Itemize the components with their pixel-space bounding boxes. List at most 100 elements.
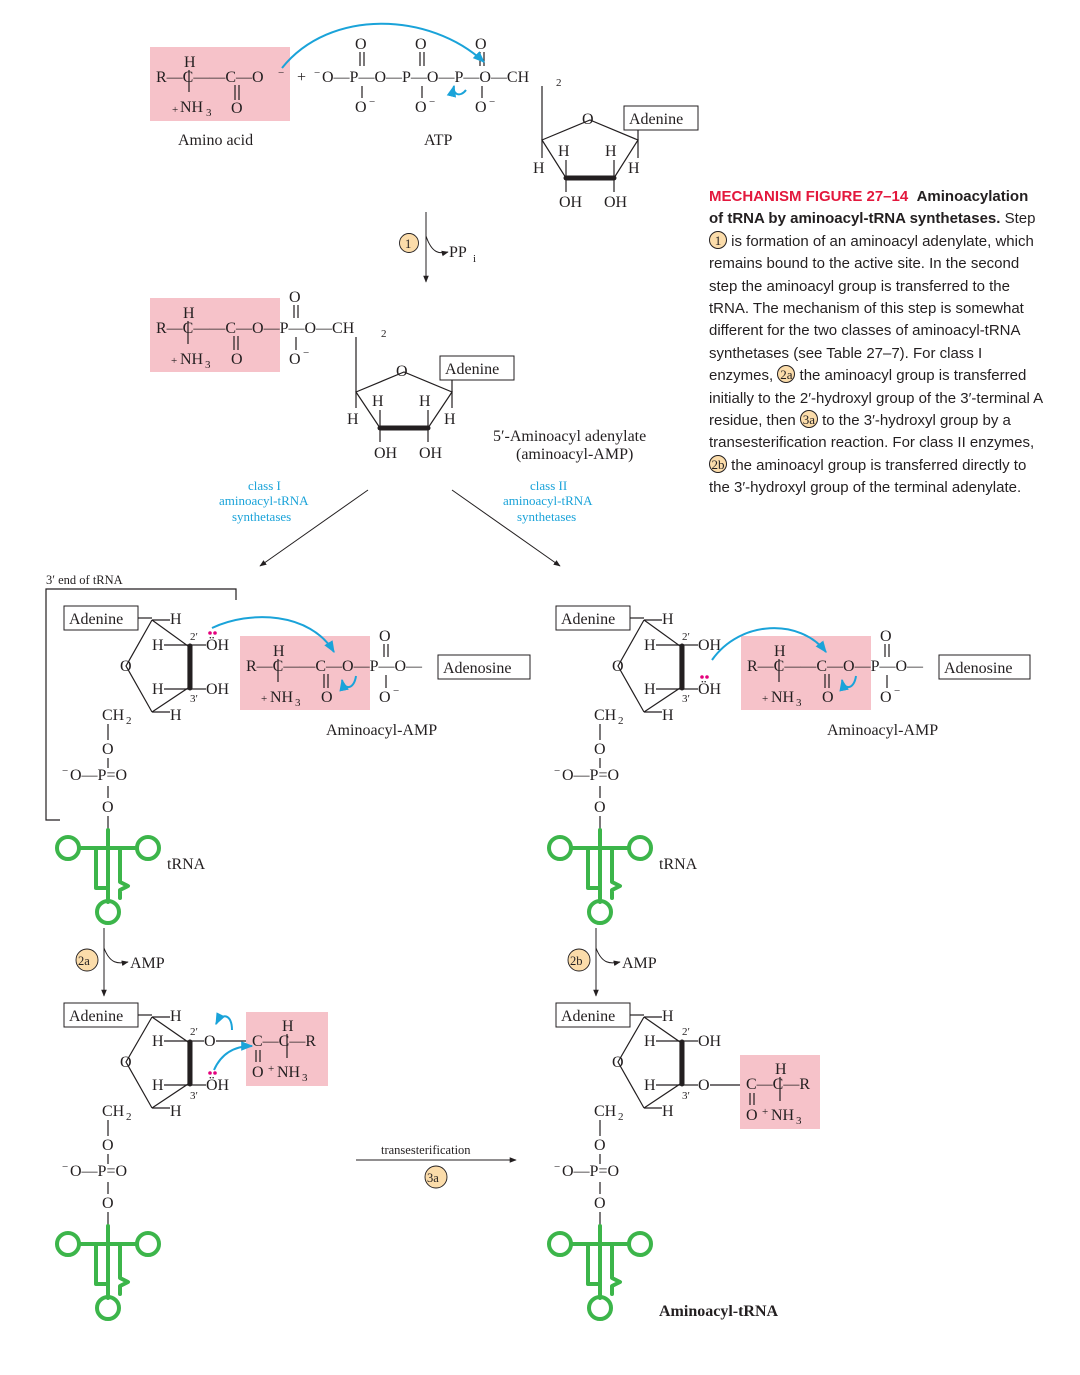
svg-text:OH: OH	[698, 1033, 722, 1050]
svg-text:3′: 3′	[682, 693, 690, 705]
adenine-box	[623, 105, 699, 131]
svg-text:CH: CH	[102, 1103, 125, 1120]
svg-text:H: H	[662, 707, 674, 724]
svg-text:O—P=O: O—P=O	[70, 1163, 127, 1180]
svg-text:O: O	[289, 289, 301, 306]
svg-text:H: H	[152, 681, 164, 698]
svg-text:NH: NH	[270, 689, 294, 706]
svg-text:1: 1	[405, 237, 411, 251]
svg-text:H: H	[444, 411, 456, 428]
svg-text:2a: 2a	[78, 954, 90, 968]
atp-molecule: + − O—P—O—P—O—P—O—CH 2 O O O O− O− O− O …	[297, 36, 640, 211]
svg-text:3′: 3′	[190, 1090, 198, 1102]
svg-text:3a: 3a	[427, 1171, 439, 1185]
svg-text:CH: CH	[594, 707, 617, 724]
svg-text:H: H	[282, 1018, 294, 1035]
svg-text:O: O	[379, 628, 391, 645]
svg-text:3: 3	[206, 107, 212, 119]
svg-text:O: O	[102, 1137, 114, 1154]
svg-text:ÖH: ÖH	[698, 680, 722, 698]
svg-text:2: 2	[126, 1111, 132, 1123]
svg-text:O: O	[594, 1137, 606, 1154]
svg-text:O: O	[880, 689, 892, 706]
svg-text:O: O	[415, 36, 427, 53]
svg-text:−: −	[554, 765, 560, 777]
trna-icon-bottom-right	[547, 1224, 653, 1321]
svg-text:H: H	[628, 160, 640, 177]
svg-text:−: −	[303, 347, 309, 359]
svg-text:+: +	[268, 1063, 274, 1075]
step-1-inline-badge: 1	[709, 230, 727, 249]
svg-text:O—P=O: O—P=O	[70, 767, 127, 784]
svg-text:O: O	[415, 99, 427, 116]
svg-text:O: O	[102, 741, 114, 758]
svg-text:O: O	[746, 1107, 758, 1124]
trna-label: tRNA	[167, 856, 206, 873]
trna-icon-right	[547, 828, 653, 925]
svg-text:OH: OH	[206, 681, 230, 698]
svg-text:synthetases: synthetases	[517, 509, 576, 524]
svg-text:H: H	[152, 1077, 164, 1094]
svg-text:O: O	[594, 1195, 606, 1212]
svg-text:R—C——C—O—P—O—: R—C——C—O—P—O—	[747, 658, 924, 675]
arrow-class-ii	[451, 489, 561, 567]
svg-text:+: +	[172, 104, 178, 116]
svg-text:O: O	[120, 1054, 132, 1071]
aminoacyl-amp-label: (aminoacyl-AMP)	[516, 446, 633, 463]
svg-text:−: −	[62, 765, 68, 777]
svg-text:3′: 3′	[190, 693, 198, 705]
svg-text:R—C——C—O—P—O—CH: R—C——C—O—P—O—CH	[156, 320, 355, 337]
svg-text:O: O	[582, 111, 594, 128]
svg-text:O: O	[252, 1064, 264, 1081]
svg-text:H: H	[170, 707, 182, 724]
svg-text:−: −	[369, 96, 375, 108]
svg-text:−: −	[393, 685, 399, 697]
figure-label: MECHANISM FIGURE 27–14	[709, 188, 909, 205]
svg-text:CH: CH	[102, 707, 125, 724]
svg-text:O: O	[102, 799, 114, 816]
aminoacyl-adenylate-label: 5′-Aminoacyl adenylate	[493, 428, 646, 445]
adenine-label: Adenine	[561, 1008, 615, 1025]
step-3a-badge	[424, 1165, 448, 1189]
svg-text:O: O	[120, 658, 132, 675]
svg-text:O: O	[355, 99, 367, 116]
svg-text:H: H	[644, 1033, 656, 1050]
svg-text:3′: 3′	[682, 1090, 690, 1102]
svg-text:+: +	[762, 1106, 768, 1118]
svg-text:H: H	[644, 1077, 656, 1094]
svg-text:i: i	[473, 253, 476, 265]
svg-text:+: +	[762, 693, 768, 705]
svg-text:2: 2	[126, 715, 132, 727]
svg-text:−: −	[429, 96, 435, 108]
trna-label: tRNA	[659, 856, 698, 873]
svg-text:O: O	[102, 1195, 114, 1212]
svg-text:O: O	[594, 799, 606, 816]
adenosine-label: Adenosine	[944, 660, 1012, 677]
svg-text:−: −	[894, 685, 900, 697]
svg-text:2: 2	[381, 328, 387, 340]
svg-text:O: O	[822, 689, 834, 706]
svg-text:O: O	[698, 1077, 710, 1094]
adenine-box	[439, 355, 515, 381]
svg-text:H: H	[347, 411, 359, 428]
svg-text:NH: NH	[277, 1064, 301, 1081]
svg-text:3: 3	[295, 697, 301, 709]
adenine-label: Adenine	[561, 611, 615, 628]
svg-text:H: H	[170, 1008, 182, 1025]
svg-text:−: −	[314, 67, 320, 79]
svg-text:3: 3	[796, 697, 802, 709]
svg-text:C—C—R: C—C—R	[252, 1033, 316, 1050]
svg-text:H: H	[774, 643, 786, 660]
svg-text:−: −	[554, 1161, 560, 1173]
svg-text:NH: NH	[771, 689, 795, 706]
svg-text:OH: OH	[604, 194, 628, 211]
svg-text:ÖH: ÖH	[206, 1076, 230, 1094]
svg-text:NH: NH	[180, 351, 204, 368]
svg-text:H: H	[662, 611, 674, 628]
svg-text:2: 2	[556, 77, 562, 89]
svg-text:synthetases: synthetases	[232, 509, 291, 524]
aminoacyl-trna-label: Aminoacyl-tRNA	[659, 1303, 779, 1320]
svg-text:R—C——C—O: R—C——C—O	[156, 69, 264, 86]
